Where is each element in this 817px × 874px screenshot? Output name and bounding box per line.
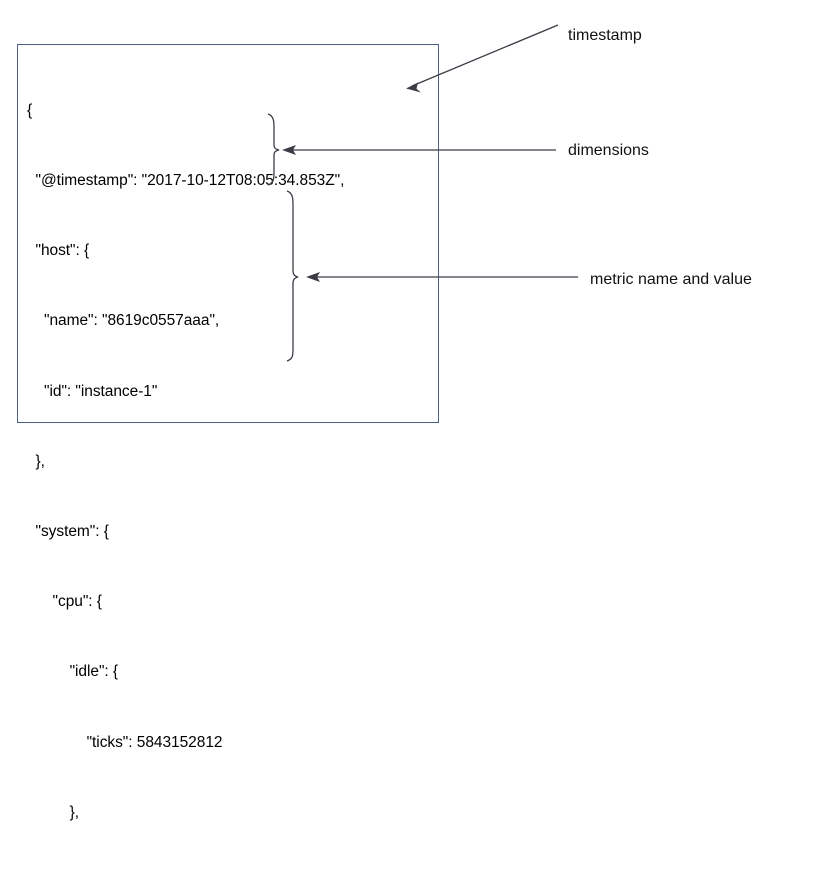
json-line-10: }, (27, 803, 79, 821)
json-line-3: "name": "8619c0557aaa", (27, 312, 220, 330)
json-line-11: … (27, 871, 427, 874)
diagram-canvas: { "@timestamp": "2017-10-12T08:05:34.853… (17, 24, 752, 821)
annotation-label-timestamp: timestamp (568, 27, 642, 44)
json-line-6: "system": { (27, 523, 109, 541)
annotation-label-metric: metric name and value (590, 271, 752, 288)
json-line-4: "id": "instance-1" (27, 382, 158, 400)
json-document-code: { "@timestamp": "2017-10-12T08:05:34.853… (27, 52, 427, 874)
annotation-label-dimensions: dimensions (568, 142, 649, 159)
json-line-2: "host": { (27, 242, 90, 260)
json-line-5: }, (27, 452, 45, 470)
json-document-box (17, 44, 439, 423)
json-line-1: "@timestamp": "2017-10-12T08:05:34.853Z"… (27, 172, 345, 190)
json-line-0: { (27, 101, 33, 119)
json-line-7: "cpu": { (27, 593, 102, 611)
json-line-8: "idle": { (27, 663, 119, 681)
json-line-9: "ticks": 5843152812 (27, 733, 223, 751)
